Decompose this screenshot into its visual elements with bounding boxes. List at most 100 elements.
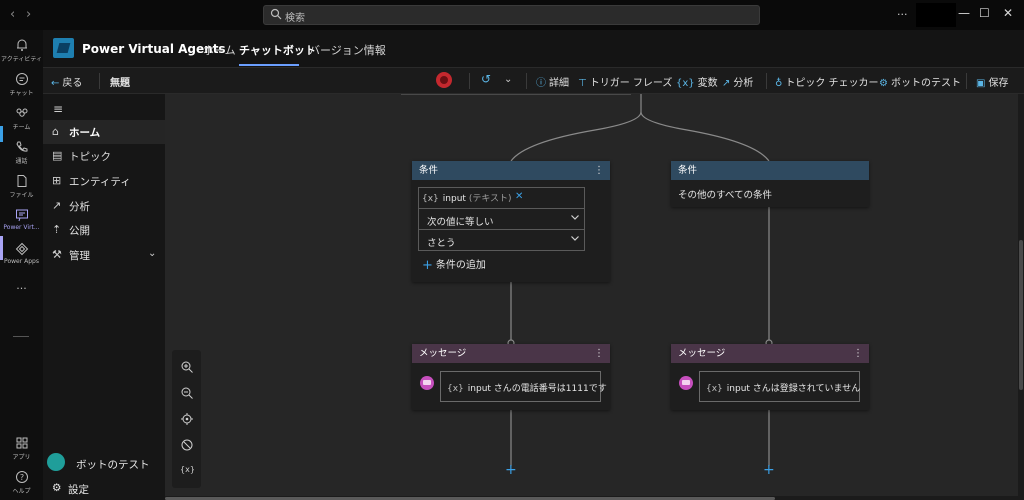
add-node-plus-icon[interactable]: +: [763, 462, 775, 478]
back-button[interactable]: ←戻る: [51, 78, 83, 89]
save-icon: ▣: [976, 78, 986, 89]
nav-item-topics[interactable]: ▤ トピック: [52, 149, 111, 163]
minimize-icon[interactable]: —: [958, 6, 970, 20]
scrollbar-thumb[interactable]: [165, 497, 775, 500]
tab-chatbot[interactable]: チャットボット: [239, 44, 316, 57]
variable-pill: {x}input (テキスト): [422, 194, 512, 204]
plus-icon: +: [422, 258, 433, 273]
message-text-box[interactable]: {x}input さんは登録されていません: [699, 371, 860, 402]
more-options-icon[interactable]: ⋮: [853, 348, 863, 359]
teams-app-rail: アクティビティ チャット チーム 通話 ファイル Power Virt... P…: [0, 30, 43, 500]
avatar[interactable]: [916, 3, 956, 27]
vertical-scrollbar[interactable]: [1018, 94, 1024, 500]
condition-card-right[interactable]: 条件 その他のすべての条件: [671, 161, 869, 207]
test-bot-button[interactable]: ⚙ボットのテスト: [879, 78, 961, 89]
rail-item-apps[interactable]: アプリ: [0, 436, 43, 461]
condition-value-select[interactable]: さとう: [418, 229, 585, 251]
more-options-icon[interactable]: ⋮: [594, 165, 604, 176]
fit-to-screen-icon[interactable]: [180, 412, 194, 426]
add-node-plus-icon[interactable]: +: [505, 462, 517, 478]
hamburger-menu-icon[interactable]: ≡: [53, 102, 64, 116]
undo-dropdown-chevron-down-icon[interactable]: ⌄: [504, 74, 513, 85]
bot-icon: ⚙: [879, 78, 888, 89]
more-options-icon[interactable]: ···: [897, 8, 908, 21]
tab-about[interactable]: バージョン情報: [309, 44, 386, 57]
chevron-down-icon: [571, 215, 579, 220]
rail-item-teams[interactable]: チーム: [0, 106, 43, 131]
condition-variable-field[interactable]: {x}input (テキスト) ✕: [418, 187, 585, 209]
error-indicator-icon[interactable]: [436, 72, 452, 88]
zoom-out-icon[interactable]: [180, 386, 194, 400]
rail-item-calls[interactable]: 通話: [0, 140, 43, 165]
nav-item-entities[interactable]: ⊞ エンティティ: [52, 174, 131, 188]
teams-icon: [16, 108, 27, 117]
power-apps-icon: [15, 242, 28, 256]
horizontal-scrollbar[interactable]: [165, 496, 1018, 500]
rail-divider: [13, 336, 29, 337]
chart-icon: ↗: [722, 78, 731, 89]
rail-item-files[interactable]: ファイル: [0, 174, 43, 199]
message-card-left[interactable]: メッセージ ⋮ {x}input さんの電話番号は1111です: [412, 344, 610, 410]
help-icon: ?: [15, 471, 28, 483]
forward-arrow-icon[interactable]: ›: [26, 7, 32, 22]
variables-panel-icon[interactable]: {x}: [180, 465, 195, 474]
toolbar-divider: [966, 73, 967, 89]
zoom-controls: {x}: [172, 350, 201, 488]
trigger-phrases-button[interactable]: ⊤トリガー フレーズ: [578, 78, 673, 89]
scrollbar-thumb[interactable]: [1019, 240, 1023, 390]
analytics-icon: ↗: [52, 199, 62, 212]
authoring-canvas[interactable]: 条件 ⋮ {x}input (テキスト) ✕ 次の値に等しい さとう +条件の追…: [165, 94, 1018, 496]
apps-icon: [16, 437, 27, 449]
message-card-header: メッセージ ⋮: [412, 344, 610, 363]
message-bubble-icon: [420, 376, 434, 390]
nav-item-analytics[interactable]: ↗ 分析: [52, 199, 90, 213]
back-arrow-icon[interactable]: ‹: [10, 7, 16, 22]
search-icon: [270, 8, 282, 20]
topic-name[interactable]: 無題: [110, 78, 130, 89]
rail-more-icon[interactable]: ···: [16, 282, 27, 295]
rail-item-power-apps[interactable]: Power Apps: [0, 242, 43, 265]
gear-icon: ⚙: [52, 482, 62, 494]
trigger-icon: ⊤: [578, 78, 587, 89]
all-other-conditions-label: その他のすべての条件: [678, 190, 772, 201]
history-icon[interactable]: [180, 438, 194, 452]
variable-icon: {x}: [447, 384, 464, 394]
rail-item-chat[interactable]: チャット: [0, 72, 43, 97]
chevron-down-icon: ⌄: [148, 248, 157, 259]
app-header: Power Virtual Agents ホーム チャットボット バージョン情報: [43, 30, 1024, 68]
toolbar-divider: [469, 73, 470, 89]
maximize-icon[interactable]: ☐: [979, 6, 990, 20]
variables-button[interactable]: {x}変数: [676, 78, 718, 89]
tab-home[interactable]: ホーム: [203, 44, 236, 57]
save-button[interactable]: ▣保存: [976, 78, 1009, 89]
stethoscope-icon: ♁: [775, 78, 783, 89]
rail-item-help[interactable]: ? ヘルプ: [0, 470, 43, 495]
add-condition-button[interactable]: +条件の追加: [422, 258, 486, 273]
undo-icon[interactable]: ↺: [481, 72, 492, 86]
topic-checker-button[interactable]: ♁トピック チェッカー: [775, 78, 879, 89]
message-card-right[interactable]: メッセージ ⋮ {x}input さんは登録されていません: [671, 344, 869, 410]
settings-button[interactable]: ⚙ 設定: [52, 482, 89, 496]
rail-item-power-virtual-agents[interactable]: Power Virt...: [0, 208, 43, 231]
condition-card-left[interactable]: 条件 ⋮ {x}input (テキスト) ✕ 次の値に等しい さとう +条件の追…: [412, 161, 610, 282]
variable-icon: {x}: [676, 78, 695, 89]
message-text-box[interactable]: {x}input さんの電話番号は1111です: [440, 371, 607, 402]
zoom-in-icon[interactable]: [180, 360, 194, 374]
nav-item-publish[interactable]: ⇡ 公開: [52, 223, 90, 237]
search-input[interactable]: 検索: [263, 5, 760, 25]
message-card-header: メッセージ ⋮: [671, 344, 869, 363]
nav-item-manage[interactable]: ⚒ 管理 ⌄: [52, 248, 157, 262]
more-options-icon[interactable]: ⋮: [594, 348, 604, 359]
remove-variable-close-icon[interactable]: ✕: [515, 191, 524, 202]
analytics-button[interactable]: ↗分析: [722, 78, 754, 89]
nav-item-home[interactable]: ⌂ ホーム: [43, 120, 165, 144]
condition-card-header: 条件 ⋮: [412, 161, 610, 180]
phone-icon: [15, 141, 27, 152]
close-icon[interactable]: ✕: [1003, 6, 1014, 20]
condition-card-header: 条件: [671, 161, 869, 180]
condition-operator-select[interactable]: 次の値に等しい: [418, 208, 585, 230]
rail-item-activity[interactable]: アクティビティ: [0, 38, 43, 63]
chevron-down-icon: [571, 236, 579, 241]
